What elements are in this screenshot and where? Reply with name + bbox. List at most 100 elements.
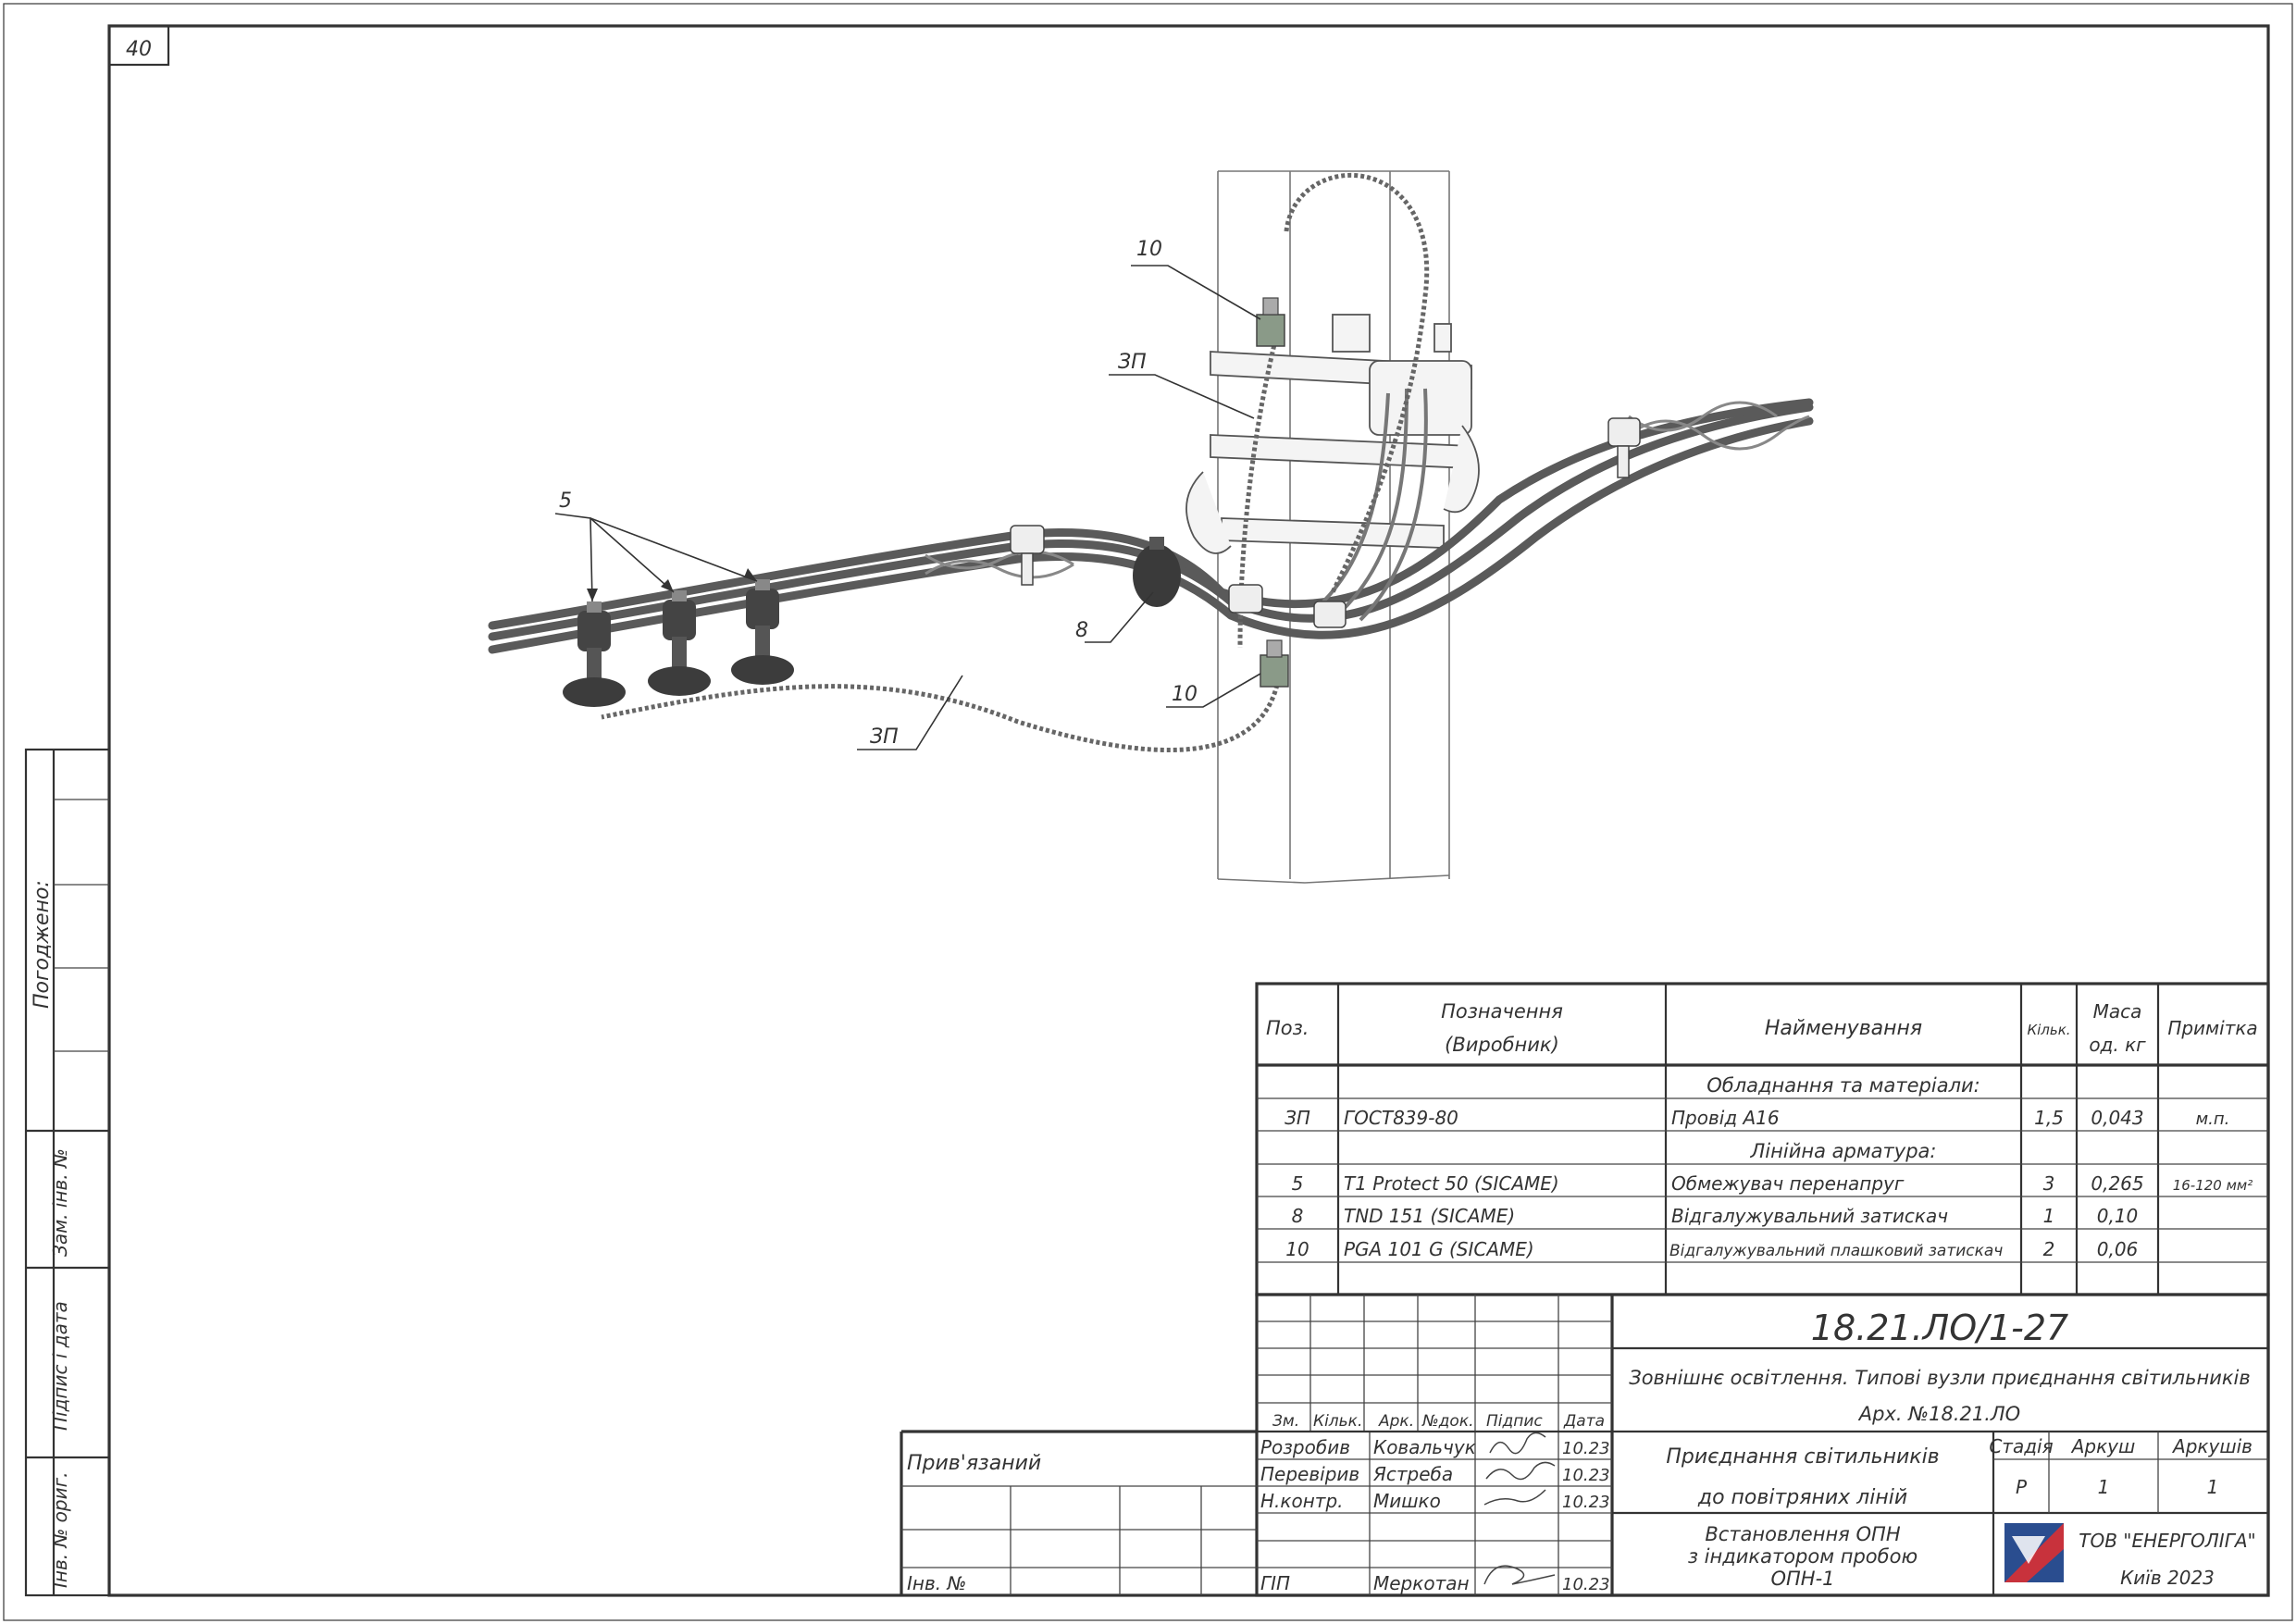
section-equipment: Обладнання та матеріали:	[1706, 1074, 1980, 1097]
row-mass: 0,043	[2091, 1107, 2143, 1129]
role-checked: Перевірив	[1260, 1463, 1359, 1485]
spec-table: Поз. Позначення (Виробник) Найменування …	[1255, 982, 2270, 1296]
sheet-number: 40	[126, 38, 152, 61]
role-norm-control: Н.контр.	[1260, 1490, 1344, 1512]
col-ndok: №док.	[1421, 1412, 1474, 1431]
row-note: 16-120 мм²	[2173, 1177, 2253, 1194]
row-qty: 1	[2043, 1205, 2055, 1227]
row-qty: 1,5	[2034, 1107, 2064, 1129]
role-developed: Розробив	[1260, 1436, 1350, 1458]
sheet-title-2: до повітряних ліній	[1697, 1486, 1907, 1509]
title-block: Зм. Кільк. Арк. №док. Підпис Дата Розроб…	[900, 1293, 2270, 1597]
row-mass: 0,06	[2097, 1238, 2139, 1260]
row-name: Відгалужувальний плашковий затискач	[1669, 1242, 2003, 1260]
callout-3p-top: ЗП	[1118, 351, 1147, 374]
cable-twist-right	[1628, 401, 1810, 451]
cable-hardware	[1010, 417, 1641, 628]
row-name: Обмежувач перенапруг	[1671, 1172, 1905, 1195]
header-name: Найменування	[1765, 1017, 1922, 1040]
row-designation: T1 Protect 50 (SICAME)	[1344, 1172, 1559, 1195]
drawing-title-2: з індикатором пробою	[1688, 1545, 1917, 1568]
header-mass-2: од. кг	[2089, 1034, 2146, 1056]
callout-10-top: 10	[1136, 238, 1162, 261]
pole-assembly-illustration: 10 ЗП 5 8 10 ЗП	[488, 170, 1814, 884]
row-pos: 5	[1292, 1172, 1304, 1195]
inv-label: Інв. №	[907, 1572, 966, 1594]
row-designation: PGA 101 G (SICAME)	[1344, 1238, 1534, 1260]
row-name: Провід А16	[1671, 1107, 1780, 1129]
date-developed: 10.23	[1562, 1439, 1610, 1458]
row-mass: 0,265	[2091, 1172, 2143, 1195]
row-qty: 2	[2043, 1238, 2055, 1260]
header-mass-1: Маса	[2093, 1000, 2142, 1023]
surge-arrester-3	[731, 579, 794, 685]
row-pos: 10	[1285, 1238, 1309, 1260]
branch-clamp-8	[1133, 537, 1181, 607]
cable-twist-left	[925, 550, 1074, 579]
stage-label: Стадія	[1989, 1435, 2053, 1457]
cable-bundle-right	[1217, 398, 1814, 639]
callout-10-bottom: 10	[1172, 683, 1198, 706]
name-developed: Ковальчук	[1373, 1436, 1476, 1458]
orig-inv-label: Інв. № ориг.	[49, 1472, 71, 1588]
row-mass: 0,10	[2097, 1205, 2139, 1227]
company-logo	[2004, 1523, 2064, 1582]
doc-code: 18.21.ЛО/1-27	[1811, 1308, 2068, 1348]
leader-arrows	[587, 568, 757, 601]
project-title: Зовнішнє освітлення. Типові вузли приєдн…	[1629, 1367, 2251, 1389]
sheet-value: 1	[2098, 1476, 2110, 1498]
clamp-10-bottom	[1260, 639, 1289, 688]
date-gip: 10.23	[1562, 1575, 1610, 1594]
callout-3p-bottom: ЗП	[870, 725, 899, 749]
row-pos: 8	[1292, 1205, 1304, 1227]
earthing-wire	[601, 172, 1430, 752]
leader-lines	[554, 265, 1261, 750]
header-designation-1: Позначення	[1441, 1000, 1563, 1023]
surge-arresters-5	[563, 579, 794, 707]
row-designation: ГОСТ839-80	[1344, 1107, 1458, 1129]
name-norm-control: Мишко	[1373, 1490, 1441, 1512]
header-pos: Поз.	[1266, 1017, 1309, 1039]
col-zm: Зм.	[1272, 1412, 1299, 1431]
sheets-value: 1	[2207, 1476, 2219, 1498]
surge-arrester-1	[563, 601, 626, 707]
bound-label: Прив'язаний	[907, 1452, 1041, 1475]
row-qty: 3	[2043, 1172, 2055, 1195]
sign-date-label: Підпис і дата	[49, 1301, 71, 1431]
city-year: Київ 2023	[2120, 1567, 2215, 1589]
side-stamp: Погоджено: Зам. інв. № Підпис і дата Інв…	[24, 748, 111, 1597]
name-gip: Меркотан	[1373, 1572, 1470, 1594]
col-ark: Арк.	[1378, 1412, 1414, 1431]
archive-no: Арх. №18.21.ЛО	[1857, 1403, 2020, 1425]
col-pidpys: Підпис	[1486, 1412, 1543, 1431]
row-note: м.п.	[2196, 1110, 2230, 1129]
tap-wires	[1322, 388, 1428, 622]
name-checked: Ястреба	[1372, 1463, 1453, 1485]
sheets-label: Аркушів	[2171, 1435, 2253, 1457]
callout-8: 8	[1075, 619, 1088, 642]
agreed-label: Погоджено:	[31, 880, 54, 1009]
drawing-title-1: Встановлення ОПН	[1705, 1523, 1900, 1545]
sheet-title-1: Приєднання світильників	[1666, 1445, 1939, 1469]
callout-5: 5	[559, 490, 572, 513]
header-note: Примітка	[2167, 1017, 2257, 1039]
role-gip: ГІП	[1260, 1572, 1290, 1594]
outer-border	[3, 3, 2293, 1621]
row-pos: ЗП	[1285, 1107, 1310, 1129]
frame-border	[107, 24, 2270, 1597]
header-qty: Кільк.	[2027, 1022, 2070, 1038]
clamp-10-top	[1256, 297, 1285, 347]
surge-arrester-2	[648, 590, 711, 696]
pole-bands	[1185, 314, 1480, 554]
row-name: Відгалужувальний затискач	[1671, 1205, 1948, 1227]
replaced-inv-label: Зам. інв. №	[49, 1148, 71, 1257]
sheet-label: Аркуш	[2070, 1435, 2136, 1457]
header-designation-2: (Виробник)	[1445, 1034, 1559, 1056]
col-kilk: Кільк.	[1313, 1412, 1362, 1431]
sheet-number-box: 40	[107, 24, 170, 67]
stage-value: Р	[2016, 1476, 2028, 1498]
col-data: Дата	[1563, 1412, 1605, 1431]
date-checked: 10.23	[1562, 1466, 1610, 1485]
date-norm-control: 10.23	[1562, 1493, 1610, 1512]
